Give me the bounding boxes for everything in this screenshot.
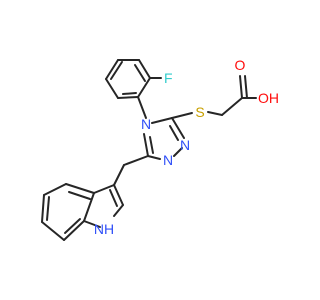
bond — [41, 194, 45, 223]
bond — [105, 78, 119, 99]
bond — [117, 96, 139, 99]
bond — [171, 112, 193, 119]
hydroxyl-group-label: OH — [258, 90, 279, 106]
bond — [109, 189, 118, 207]
sulfur-atom-label: S — [195, 104, 204, 120]
atom-label-layer: F S O OH N N N NH — [94, 57, 279, 237]
bond — [105, 59, 119, 80]
indole-nh-atom-label: NH — [94, 221, 114, 237]
bond — [64, 218, 81, 234]
bond — [171, 117, 185, 139]
bond — [110, 61, 123, 80]
bond — [143, 133, 149, 157]
bond — [244, 75, 248, 99]
bond — [239, 75, 243, 99]
carbonyl-oxygen-atom-label: O — [235, 57, 246, 73]
bond — [83, 192, 95, 222]
bond — [134, 64, 146, 82]
bond — [83, 220, 101, 228]
bond — [149, 136, 154, 154]
bond — [41, 221, 65, 241]
bond — [43, 183, 67, 196]
bond — [138, 59, 151, 79]
triazole-n1-atom-label: N — [163, 152, 173, 168]
bond — [113, 204, 124, 217]
bond — [68, 191, 91, 200]
bond — [46, 196, 50, 221]
bond — [65, 183, 95, 194]
bond — [113, 164, 125, 186]
bond-layer — [41, 59, 257, 241]
bond — [173, 147, 183, 157]
molecule-structure-canvas: F S O OH N N N NH — [41, 57, 279, 241]
triazole-n2-atom-label: N — [180, 137, 190, 153]
bond — [63, 220, 85, 241]
triazole-n4-atom-label: N — [141, 116, 151, 132]
bond — [93, 184, 115, 194]
bond — [169, 125, 179, 141]
bond — [113, 184, 124, 206]
bond — [137, 96, 147, 119]
fluorine-atom-label: F — [164, 70, 173, 86]
bond — [137, 77, 151, 98]
bond — [207, 111, 223, 116]
bond — [122, 92, 137, 95]
bond — [151, 117, 173, 124]
bond — [123, 155, 149, 166]
bond — [147, 155, 161, 160]
bond — [221, 97, 243, 116]
